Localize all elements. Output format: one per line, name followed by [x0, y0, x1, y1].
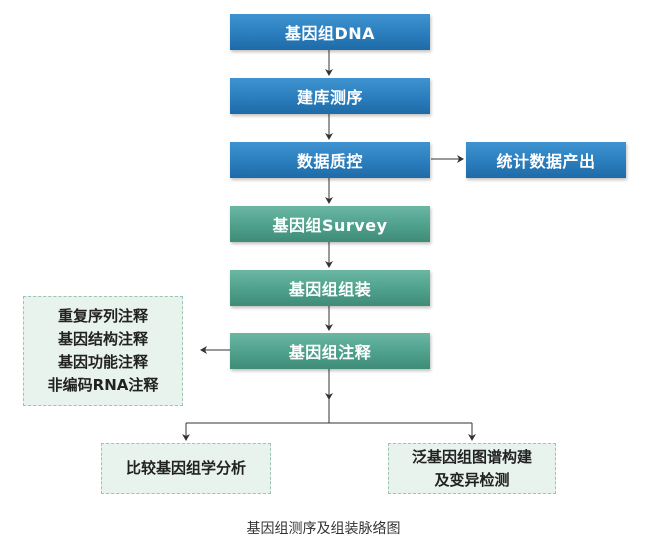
box-library-sequencing-label: 建库测序 [296, 88, 363, 107]
annotation-item-gene-function: 基因功能注释 [57, 353, 148, 371]
box-comparative-genomics: 比较基因组学分析 [101, 443, 271, 494]
box-library-sequencing: 建库测序 [230, 78, 430, 114]
annotation-item-gene-structure: 基因结构注释 [57, 330, 148, 348]
box-genome-survey: 基因组Survey [230, 206, 430, 242]
annotation-item-ncrna: 非编码RNA注释 [47, 376, 159, 394]
box-pangenome: 泛基因组图谱构建 及变异检测 [388, 443, 556, 494]
figure-caption: 基因组测序及组装脉络图 [246, 521, 401, 537]
box-genome-assembly: 基因组组装 [230, 270, 430, 306]
box-genome-assembly-label: 基因组组装 [288, 280, 372, 299]
box-genome-annotation-label: 基因组注释 [288, 343, 372, 362]
box-genome-survey-label: 基因组Survey [272, 216, 388, 235]
box-genome-annotation: 基因组注释 [230, 333, 430, 369]
box-data-stats-label: 统计数据产出 [496, 152, 596, 171]
box-comparative-genomics-label: 比较基因组学分析 [125, 459, 246, 477]
box-data-stats: 统计数据产出 [466, 142, 626, 178]
annotation-item-repeat: 重复序列注释 [57, 307, 148, 325]
box-genome-dna: 基因组DNA [230, 14, 430, 50]
box-genome-dna-label: 基因组DNA [284, 24, 376, 43]
box-pangenome-line1: 泛基因组图谱构建 [411, 447, 532, 466]
box-data-qc: 数据质控 [230, 142, 430, 178]
box-pangenome-line2: 及变异检测 [434, 470, 510, 489]
annotation-list-box: 重复序列注释 基因结构注释 基因功能注释 非编码RNA注释 [23, 296, 183, 406]
box-data-qc-label: 数据质控 [296, 152, 363, 171]
